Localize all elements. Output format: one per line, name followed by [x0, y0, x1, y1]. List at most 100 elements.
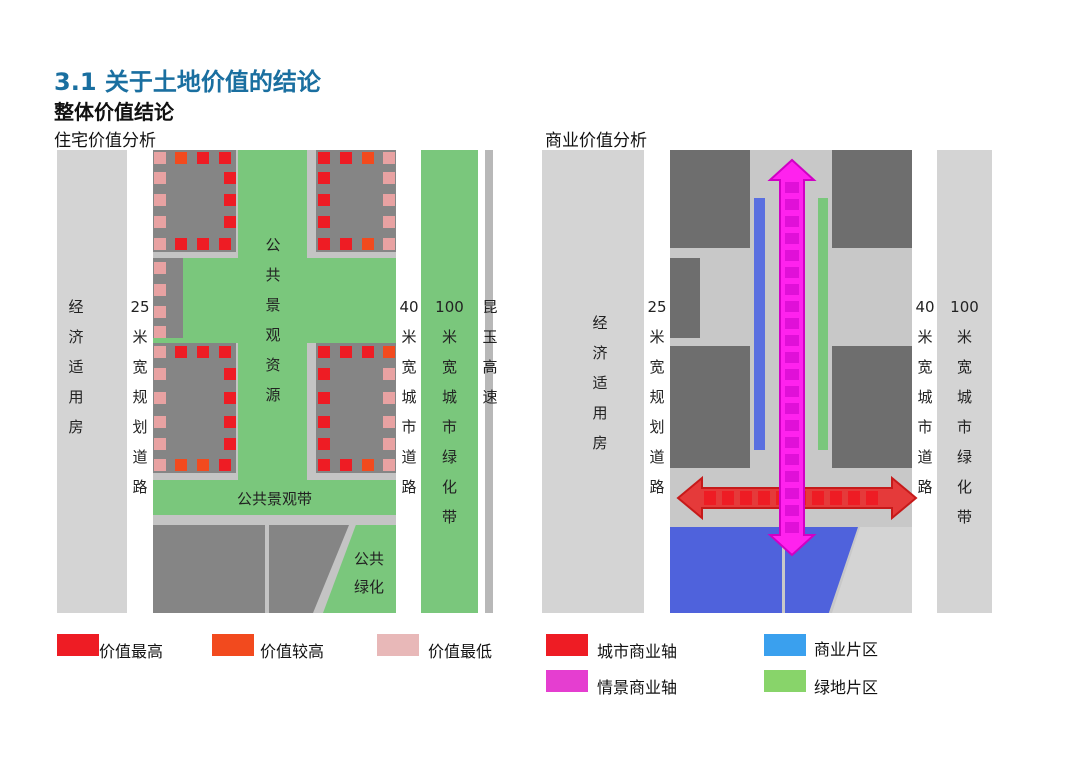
- city-axis-dash: [704, 491, 716, 505]
- value-marker: [224, 172, 236, 184]
- value-marker: [154, 152, 166, 164]
- green-belt-100m: [421, 150, 478, 613]
- public-landscape-belt-label: 公共景观带: [236, 490, 312, 508]
- scenic-axis-dash: [785, 386, 799, 397]
- value-marker: [224, 392, 236, 404]
- scenic-axis-dash: [785, 471, 799, 482]
- value-marker: [224, 438, 236, 450]
- public-landscape-belt: [153, 480, 396, 515]
- legend-swatch-value-highest: [57, 634, 99, 656]
- value-marker: [224, 216, 236, 228]
- value-marker: [154, 238, 166, 250]
- kunyu-highway-label: 昆玉高速: [482, 298, 497, 406]
- legend-swatch-commercial-zone: [764, 634, 806, 656]
- value-marker: [362, 152, 374, 164]
- economic-housing-label: 经济适用房: [68, 298, 84, 436]
- value-marker: [154, 172, 166, 184]
- commercial-axes: [676, 158, 918, 557]
- block-sw: [153, 343, 236, 473]
- value-marker: [154, 326, 166, 338]
- value-marker: [197, 238, 209, 250]
- value-marker: [224, 194, 236, 206]
- legend-label-value-lowest: 价值最低: [428, 642, 493, 661]
- legend-label-scenic-axis: 情景商业轴: [597, 678, 678, 697]
- city-axis-dash: [758, 491, 770, 505]
- green-belt-100m: [937, 150, 992, 613]
- scenic-axis-dash: [785, 505, 799, 516]
- economic-housing-label: 经济适用房: [592, 314, 608, 452]
- value-marker: [318, 172, 330, 184]
- value-marker: [219, 238, 231, 250]
- value-marker: [175, 459, 187, 471]
- scenic-axis-dash: [785, 403, 799, 414]
- value-marker: [318, 416, 330, 428]
- city-axis-dash: [740, 491, 752, 505]
- scenic-axis-dash: [785, 301, 799, 312]
- economic-housing-zone: [57, 150, 127, 613]
- scenic-axis-dash: [785, 267, 799, 278]
- value-marker: [362, 346, 374, 358]
- value-marker: [318, 438, 330, 450]
- value-marker: [383, 172, 395, 184]
- legend-label-value-highest: 价值最高: [99, 642, 164, 661]
- value-marker: [197, 152, 209, 164]
- value-marker: [154, 194, 166, 206]
- value-marker: [175, 152, 187, 164]
- value-marker: [154, 368, 166, 380]
- value-marker: [318, 238, 330, 250]
- value-marker: [154, 262, 166, 274]
- value-marker: [318, 368, 330, 380]
- green-cross-horizontal: [153, 258, 396, 343]
- legend-swatch-value-lowest: [377, 634, 419, 656]
- public-green-label: 公共绿化: [353, 550, 384, 596]
- value-marker: [383, 392, 395, 404]
- scenic-axis-dash: [785, 488, 799, 499]
- scenic-axis-dash: [785, 250, 799, 261]
- value-marker: [224, 416, 236, 428]
- value-marker: [224, 368, 236, 380]
- city-axis-dash: [866, 491, 878, 505]
- scenic-axis-dash: [785, 454, 799, 465]
- value-marker: [318, 392, 330, 404]
- block-se: [316, 343, 396, 473]
- scenic-axis-dash: [785, 369, 799, 380]
- value-marker: [154, 392, 166, 404]
- value-marker: [383, 152, 395, 164]
- value-marker: [318, 346, 330, 358]
- scenic-axis-dash: [785, 318, 799, 329]
- scenic-commercial-axis: [767, 158, 817, 557]
- residential-analysis-label: 住宅价值分析: [54, 131, 156, 151]
- value-marker: [197, 346, 209, 358]
- value-marker: [383, 459, 395, 471]
- green-strip: [818, 198, 828, 450]
- commercial-zone-lower-left: [670, 527, 782, 613]
- scenic-axis-dash: [785, 216, 799, 227]
- value-marker: [340, 459, 352, 471]
- page-subtitle: 整体价值结论: [54, 100, 174, 124]
- value-marker: [154, 438, 166, 450]
- city-axis-dash: [722, 491, 734, 505]
- legend-swatch-value-higher: [212, 634, 254, 656]
- legend-label-commercial-zone: 商业片区: [814, 640, 879, 659]
- city-axis-dash: [848, 491, 860, 505]
- page-title: 3.1 关于土地价值的结论: [54, 68, 321, 96]
- value-marker: [383, 238, 395, 250]
- value-marker: [154, 416, 166, 428]
- block-nw: [670, 150, 750, 248]
- value-marker: [154, 306, 166, 318]
- city-axis-dash: [812, 491, 824, 505]
- scenic-axis-dash: [785, 335, 799, 346]
- scenic-axis-dash: [785, 199, 799, 210]
- value-marker: [154, 459, 166, 471]
- scenic-axis-dash: [785, 352, 799, 363]
- value-markers: [57, 150, 497, 613]
- value-marker: [362, 238, 374, 250]
- scenic-axis-dash: [785, 233, 799, 244]
- city-axis-dash: [830, 491, 842, 505]
- value-marker: [383, 194, 395, 206]
